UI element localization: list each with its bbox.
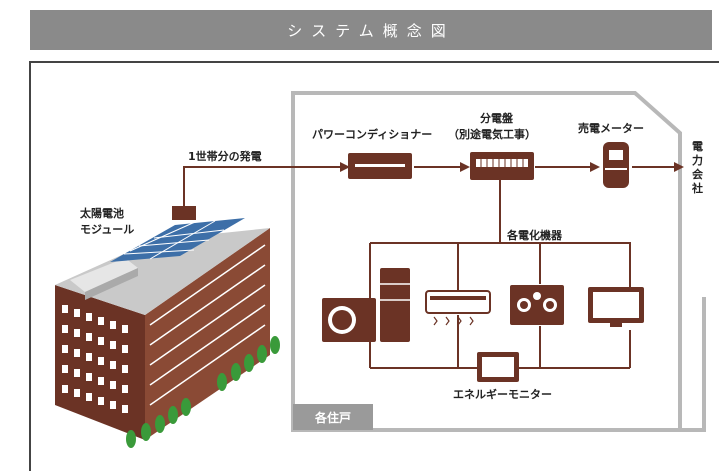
- distribution-board-sub-label: （別途電気工事）: [448, 128, 536, 141]
- solar-panel-icon: [110, 218, 245, 262]
- system-diagram: [55, 91, 706, 448]
- ih-stove-icon: [510, 285, 564, 325]
- unit-frame-tail: [680, 297, 706, 432]
- arrow-head: [460, 162, 470, 172]
- building-icon: [55, 206, 270, 440]
- solar-module-label: モジュール: [80, 223, 135, 236]
- each-unit-tag: 各住戸: [293, 404, 373, 430]
- air-conditioner-icon: [425, 290, 491, 326]
- bus-top-line: [370, 242, 631, 287]
- title-banner: システム概念図: [30, 10, 712, 50]
- television-icon: [588, 287, 644, 327]
- refrigerator-icon: [380, 268, 410, 342]
- solar-cell-label: 太陽電池: [80, 207, 124, 220]
- meter-icon: [603, 142, 629, 188]
- washer-dryer-icon: [322, 298, 376, 342]
- distribution-board-icon: [470, 152, 534, 180]
- appliances-label: 各電化機器: [507, 229, 562, 242]
- power-conditioner-label: パワーコンディショナー: [312, 128, 433, 141]
- power-conditioner-icon: [348, 153, 412, 179]
- page-title: システム概念図: [287, 21, 455, 40]
- power-company-label: 電力会社: [692, 140, 703, 195]
- generation-label: 1世帯分の発電: [188, 150, 262, 163]
- arrow-head: [674, 162, 684, 172]
- distribution-board-label: 分電盤: [480, 112, 513, 125]
- unit-frame: [291, 91, 682, 432]
- outer-frame: [29, 61, 719, 471]
- energy-monitor-icon: [477, 352, 519, 382]
- sales-meter-label: 売電メーター: [578, 122, 644, 135]
- trees: [126, 336, 280, 448]
- generation-line: [183, 166, 340, 214]
- energy-monitor-label: エネルギーモニター: [453, 388, 552, 401]
- arrow-head: [340, 162, 350, 172]
- arrow-head: [590, 162, 600, 172]
